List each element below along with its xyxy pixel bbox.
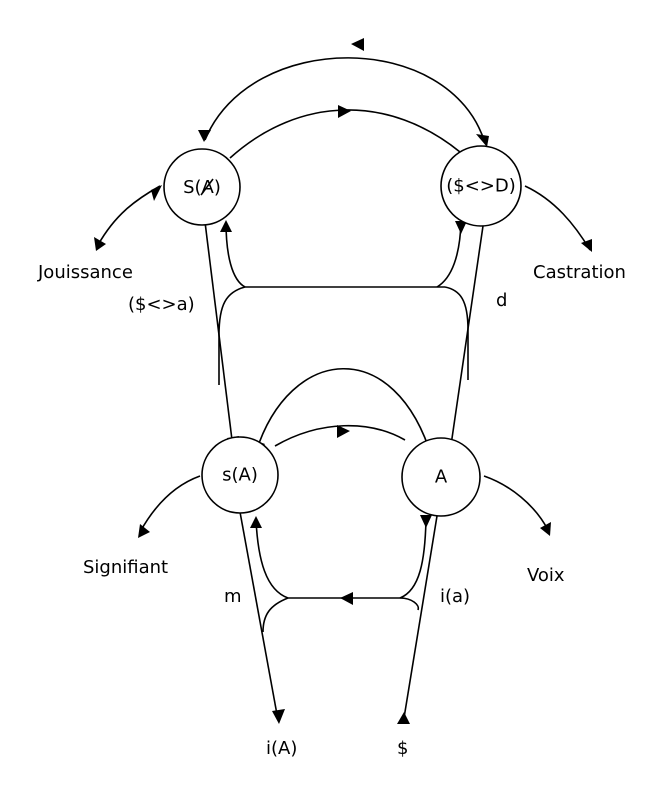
lower-retro-to-small-s-a xyxy=(255,519,289,599)
label-barred-s-a-lozenge: ($<>a) xyxy=(128,294,195,315)
label-jouissance: Jouissance xyxy=(37,262,133,283)
edge-a-to-barred-s xyxy=(403,515,438,719)
arrow-top-outer-mid xyxy=(351,38,364,51)
arrow-voix-end xyxy=(540,522,551,536)
node-big-s-a-prefix: S( xyxy=(183,177,201,198)
edge-small-s-a-to-i-a xyxy=(239,511,279,721)
lower-retro-right-stem xyxy=(399,597,420,611)
node-big-s-a-suffix: ) xyxy=(214,177,221,198)
label-m: m xyxy=(224,586,242,607)
arrow-jouissance-end xyxy=(94,237,106,251)
label-d: d xyxy=(496,290,507,311)
label-castration: Castration xyxy=(533,262,626,283)
arrow-jouissance-into-s-a xyxy=(151,185,162,201)
arrow-lower-inner-mid xyxy=(337,425,350,438)
label-voix: Voix xyxy=(527,565,565,586)
label-signifiant: Signifiant xyxy=(83,557,168,578)
arrow-top-inner-end xyxy=(476,134,489,147)
lower-inner-arc xyxy=(274,424,406,447)
node-barred-s-d: ($<>D) xyxy=(440,145,522,227)
node-small-s-a-label: s(A) xyxy=(222,465,258,486)
arrow-barred-s-end xyxy=(397,712,410,724)
lower-retro-left-stem xyxy=(262,597,289,633)
arrow-into-s-a-bottom xyxy=(220,220,232,232)
label-barred-s: $ xyxy=(397,738,408,759)
arrow-top-outer-end xyxy=(198,130,211,142)
voix-branch xyxy=(483,475,549,531)
strike-bar xyxy=(200,178,214,196)
upper-retro-right-stem xyxy=(444,286,469,380)
jouissance-branch xyxy=(97,185,161,246)
edge-s-a-to-small-s-a xyxy=(204,221,234,449)
lower-outer-arc xyxy=(255,368,433,459)
node-big-a-label: A xyxy=(435,467,448,488)
node-big-s-a: S(A) xyxy=(163,148,241,226)
node-big-a: A xyxy=(401,437,481,517)
castration-branch xyxy=(524,185,591,251)
node-small-s-a: s(A) xyxy=(201,436,279,514)
arrow-lower-retro-mid xyxy=(340,592,353,605)
node-barred-s-d-label: ($<>D) xyxy=(446,176,516,197)
lower-retro-to-a xyxy=(399,519,427,599)
arrow-top-inner-mid xyxy=(338,105,351,118)
arrow-into-a-bottom xyxy=(420,515,432,528)
label-i-big-a: i(A) xyxy=(266,738,297,759)
top-outer-arc xyxy=(204,57,486,144)
arrow-signifiant-end xyxy=(138,524,150,538)
label-i-a: i(a) xyxy=(440,586,470,607)
top-inner-arc xyxy=(229,109,461,159)
signifiant-branch xyxy=(139,475,201,533)
arrow-castration-end xyxy=(581,239,592,252)
arrow-into-small-s-a-bottom xyxy=(250,516,262,528)
arrow-i-a-end xyxy=(272,709,285,724)
upper-retro-to-barred-s-d xyxy=(436,221,462,288)
arrow-into-barred-s-d-bottom xyxy=(455,221,467,234)
edge-barred-s-d-to-a xyxy=(449,225,484,453)
